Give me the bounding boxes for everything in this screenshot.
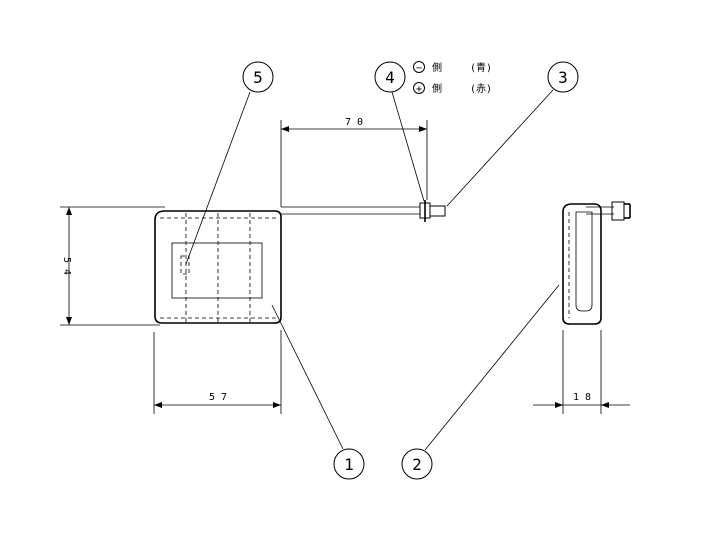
leader-line [271, 304, 344, 450]
balloon-5: 5 [185, 61, 274, 265]
arrowhead [66, 207, 72, 215]
dimension-height: 5 4 [60, 206, 165, 326]
dimension-label-cable-length: 7 0 [345, 117, 363, 128]
arrowhead [281, 126, 289, 132]
side-view [562, 201, 631, 325]
battery-body-outline [154, 210, 282, 324]
minus-color-label: (青) [470, 61, 492, 74]
polarity-legend: − 側 (青) + 側 (赤) [413, 61, 492, 95]
balloon-4: 4 [374, 61, 425, 202]
side-connector [611, 201, 625, 221]
label-window [171, 242, 263, 299]
balloon-1: 1 [271, 304, 365, 480]
arrowhead [555, 402, 563, 408]
dimension-label-height: 5 4 [61, 257, 72, 275]
dimension-label-depth: 1 8 [573, 392, 591, 403]
balloon-circle [242, 61, 274, 93]
front-view [154, 200, 446, 324]
connector-tip [429, 205, 446, 217]
leader-line [185, 91, 251, 265]
plus-side-label: 側 [432, 82, 442, 95]
minus-symbol-circle [413, 61, 425, 73]
balloon-circle [374, 61, 406, 93]
leader-line [424, 284, 560, 451]
leader-line [391, 91, 425, 202]
balloon-circle [333, 448, 365, 480]
minus-symbol: − [416, 63, 422, 74]
balloon-circle [401, 448, 433, 480]
balloon-circle [547, 61, 579, 93]
plus-symbol-circle [413, 82, 425, 94]
balloon-number: 3 [558, 68, 568, 87]
balloon-number: 1 [344, 455, 354, 474]
balloon-2: 2 [401, 284, 560, 480]
balloon-number: 4 [385, 68, 395, 87]
balloon-3: 3 [446, 61, 579, 207]
arrowhead [154, 402, 162, 408]
plus-color-label: (赤) [470, 83, 492, 95]
balloon-number: 5 [253, 68, 263, 87]
dimension-width: 5 7 [153, 330, 282, 414]
plus-symbol: + [416, 84, 422, 95]
minus-side-label: 側 [432, 61, 442, 74]
balloon-number: 2 [412, 455, 422, 474]
arrowhead [273, 402, 281, 408]
dimension-depth: 1 8 [533, 330, 630, 414]
side-inner-slot [575, 211, 593, 312]
arrowhead [66, 317, 72, 325]
arrowhead [601, 402, 609, 408]
dimension-cable-length: 7 0 [280, 117, 428, 207]
arrowhead [419, 126, 427, 132]
dimension-label-width: 5 7 [209, 392, 227, 403]
leader-line [446, 89, 554, 207]
